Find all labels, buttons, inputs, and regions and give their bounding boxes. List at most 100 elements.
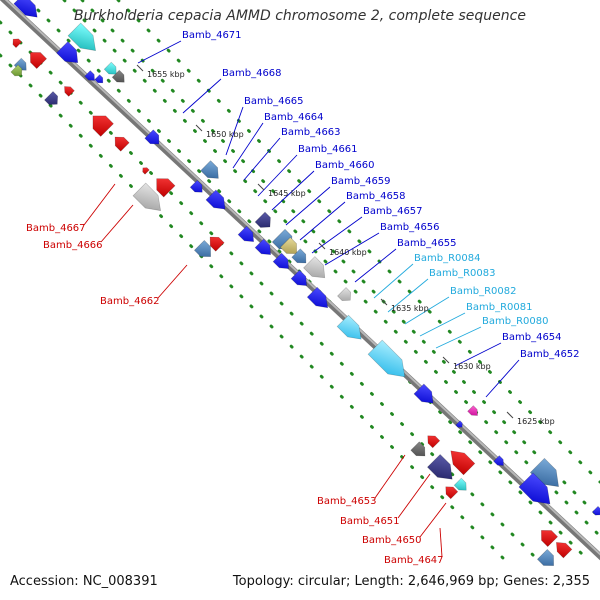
gene-arrow <box>209 236 225 252</box>
tick-dot-line <box>0 20 540 562</box>
gene-arrow <box>67 22 96 51</box>
gene-arrow <box>92 115 114 137</box>
gene-arrow <box>337 287 351 301</box>
gene-callout-line <box>157 264 188 299</box>
gene-arrow <box>144 129 160 145</box>
gene-callout-line <box>243 137 281 181</box>
gene-arrow <box>591 505 600 516</box>
forward-gene-label[interactable]: Bamb_R0083 <box>429 268 495 279</box>
gene-arrow <box>30 52 48 70</box>
gene-arrow <box>189 179 203 193</box>
gene-arrow <box>200 160 219 179</box>
gene-callout-line <box>404 296 450 325</box>
gene-arrow <box>541 530 559 548</box>
gene-callout-line <box>299 201 346 241</box>
gene-callout-line <box>387 278 429 313</box>
gene-arrow <box>254 238 271 255</box>
gene-callout-line <box>419 312 466 337</box>
gene-arrow <box>10 64 23 77</box>
gene-callout-line <box>439 527 443 558</box>
forward-gene-label[interactable]: Bamb_4663 <box>281 127 341 138</box>
forward-gene-label[interactable]: Bamb_4655 <box>397 238 457 249</box>
gene-callout-line <box>257 154 298 197</box>
forward-gene-label[interactable]: Bamb_4661 <box>298 144 358 155</box>
reverse-gene-label[interactable]: Bamb_4667 <box>26 223 86 234</box>
tick-mark <box>136 64 144 72</box>
gene-callout-line <box>354 248 397 283</box>
gene-arrow <box>445 486 459 500</box>
reverse-gene-label[interactable]: Bamb_4647 <box>384 555 444 566</box>
forward-gene-label[interactable]: Bamb_4657 <box>363 206 423 217</box>
gene-arrow <box>12 38 23 49</box>
tick-label: 1630 kbp <box>453 362 491 371</box>
forward-gene-label[interactable]: Bamb_4659 <box>331 176 391 187</box>
gene-callout-line <box>232 122 264 169</box>
tick-label: 1645 kbp <box>268 189 306 198</box>
gene-arrow <box>44 91 58 105</box>
gene-arrow <box>279 236 297 254</box>
forward-gene-label[interactable]: Bamb_4658 <box>346 191 406 202</box>
gene-arrow <box>156 178 176 198</box>
gene-arrow <box>303 256 326 279</box>
reverse-gene-label[interactable]: Bamb_4666 <box>43 240 103 251</box>
forward-gene-label[interactable]: Bamb_4668 <box>222 68 282 79</box>
gene-arrow <box>556 542 573 559</box>
tick-label: 1650 kbp <box>206 130 244 139</box>
forward-gene-label[interactable]: Bamb_R0080 <box>482 316 548 327</box>
tick-mark <box>195 124 203 132</box>
tick-mark <box>380 298 388 306</box>
reverse-gene-label[interactable]: Bamb_4651 <box>340 516 400 527</box>
tick-mark <box>257 183 265 191</box>
gene-arrow <box>272 252 289 269</box>
forward-gene-label[interactable]: Bamb_4665 <box>244 96 304 107</box>
gene-labels: Bamb_4671Bamb_4668Bamb_4665Bamb_4664Bamb… <box>26 30 580 566</box>
gene-arrow <box>536 548 554 566</box>
reverse-gene-label[interactable]: Bamb_4653 <box>317 496 377 507</box>
gene-arrow <box>132 182 161 211</box>
gene-callout-line <box>285 186 331 226</box>
gene-arrow <box>114 136 130 152</box>
gene-callout-line <box>225 106 244 156</box>
forward-gene-label[interactable]: Bamb_R0082 <box>450 286 516 297</box>
tick-dot-line <box>0 53 507 562</box>
gene-features <box>10 0 600 566</box>
gene-arrow <box>84 70 95 81</box>
forward-gene-label[interactable]: Bamb_R0081 <box>466 302 532 313</box>
gene-arrow <box>450 450 476 476</box>
forward-gene-label[interactable]: Bamb_4664 <box>264 112 324 123</box>
gene-callout-line <box>373 263 414 299</box>
gene-arrow <box>103 61 117 75</box>
gene-arrow <box>237 225 254 242</box>
tick-label: 1655 kbp <box>147 70 185 79</box>
gene-arrow <box>427 454 453 480</box>
reverse-gene-label[interactable]: Bamb_4662 <box>100 296 160 307</box>
tick-label: 1625 kbp <box>517 417 555 426</box>
tick-label: 1635 kbp <box>391 304 429 313</box>
forward-gene-label[interactable]: Bamb_R0084 <box>414 253 480 264</box>
gene-arrow <box>467 405 478 416</box>
tick-mark <box>442 356 450 364</box>
tick-dot-line <box>116 0 600 484</box>
forward-gene-label[interactable]: Bamb_4656 <box>380 222 440 233</box>
gene-arrow <box>64 86 75 97</box>
gene-callout-line <box>271 170 315 211</box>
gene-arrow <box>94 74 104 84</box>
forward-gene-label[interactable]: Bamb_4652 <box>520 349 580 360</box>
gene-arrow <box>427 435 441 449</box>
gene-callout-line <box>485 359 520 398</box>
gene-callout-line <box>100 204 134 243</box>
accession-text: Accession: NC_008391 <box>10 574 158 589</box>
forward-gene-label[interactable]: Bamb_4654 <box>502 332 562 343</box>
forward-gene-label[interactable]: Bamb_4660 <box>315 160 375 171</box>
reverse-gene-label[interactable]: Bamb_4650 <box>362 535 422 546</box>
gene-arrow <box>111 69 125 83</box>
gene-callout-line <box>374 454 406 499</box>
gene-arrow <box>306 286 329 309</box>
forward-gene-label[interactable]: Bamb_4671 <box>182 30 242 41</box>
gene-arrow <box>518 472 551 505</box>
gene-callout-line <box>137 40 182 64</box>
tick-mark <box>506 411 514 419</box>
topology-summary: Topology: circular; Length: 2,646,969 bp… <box>232 574 590 589</box>
gene-arrow <box>56 41 79 64</box>
